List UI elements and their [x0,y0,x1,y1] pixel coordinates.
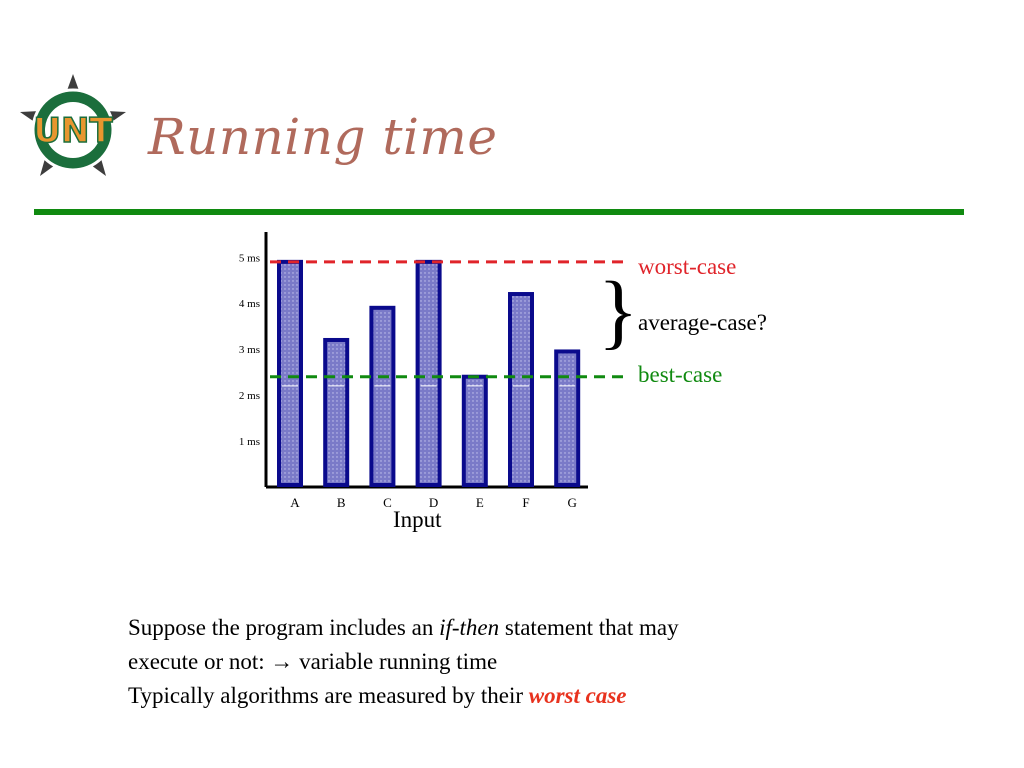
worst-case-label: worst-case [638,254,737,279]
x-tick-label: B [337,495,346,510]
bar [323,337,350,487]
bar [554,349,581,488]
if-then-term: if-then [439,615,500,640]
slide-title: Running time [148,108,498,166]
x-tick-label: D [429,495,438,510]
y-tick-label: 5 ms [239,252,260,264]
arrow-icon: → [270,649,294,674]
best-case-label: best-case [638,362,723,387]
body-line-1: Suppose the program includes an if-then … [128,615,679,640]
unt-logo: UNT [20,74,126,176]
x-tick-label: G [568,495,577,510]
logo-inner [45,102,101,158]
worst-case-emphasis: worst case [528,683,627,708]
logo-main-text: UNT [33,111,113,151]
y-tick-label: 3 ms [239,344,260,356]
body-line-3: Typically algorithms are measured by the… [128,683,627,708]
y-tick-label: 1 ms [239,436,260,448]
y-tick-label: 4 ms [239,298,260,310]
range-brace: } [598,265,639,358]
body-text: Suppose the program includes an if-then … [128,611,679,713]
x-tick-label: F [522,495,529,510]
body-line-2: execute or not: → variable running time [128,649,498,674]
y-tick-label: 2 ms [239,390,260,402]
x-tick-label: C [383,495,392,510]
x-tick-label: E [476,495,484,510]
bar [415,259,442,487]
bar [277,259,303,487]
bar [461,374,488,488]
bar [369,305,396,488]
bar [508,292,534,488]
title-divider [34,209,964,215]
x-tick-label: A [290,495,300,510]
average-case-label: average-case? [638,310,767,335]
x-axis-label: Input [393,507,442,532]
